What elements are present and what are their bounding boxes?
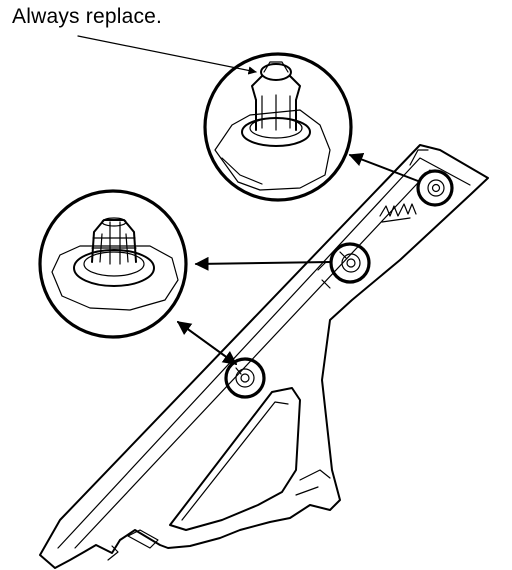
- clip-location-middle: [329, 242, 371, 284]
- clip-location-top: [416, 169, 454, 207]
- clip-location-bottom: [224, 357, 266, 399]
- detail-clip-standard: [38, 189, 188, 339]
- callout-leader-line: [77, 35, 257, 75]
- pillar-trim-panel: [39, 144, 489, 569]
- arrow-top-clip-to-detail: [348, 152, 419, 182]
- always-replace-callout: Always replace.: [12, 5, 163, 28]
- arrow-bottom-clip-back: [177, 321, 238, 365]
- detail-clip-replace: [203, 52, 353, 202]
- arrow-middle-clip-to-detail: [194, 256, 331, 271]
